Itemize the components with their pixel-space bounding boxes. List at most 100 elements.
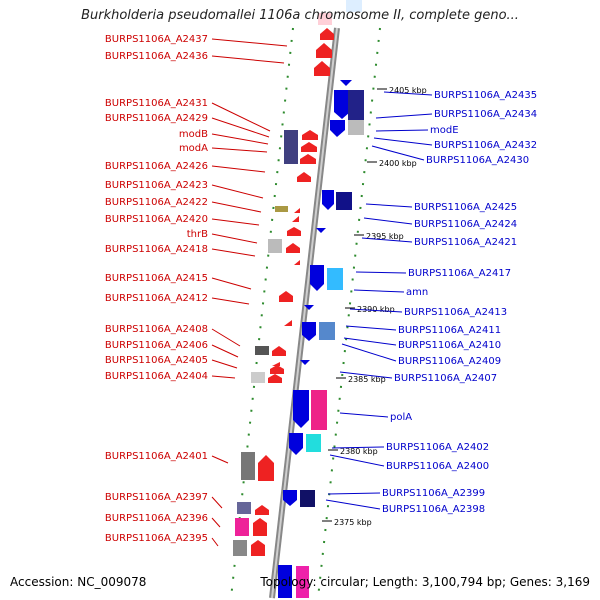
svg-text:BURPS1106A_A2413: BURPS1106A_A2413 <box>404 307 507 318</box>
accession-label: Accession: NC_009078 <box>10 575 147 589</box>
right-gene-label[interactable]: modE <box>375 125 459 136</box>
ruler-tick: 2400 kbp <box>367 159 417 168</box>
svg-text:2375 kbp: 2375 kbp <box>334 518 372 527</box>
svg-text:modA: modA <box>179 143 208 154</box>
left-gene-label[interactable]: BURPS1106A_A2423 <box>105 180 264 199</box>
right-gene-label[interactable]: BURPS1106A_A2417 <box>355 268 511 279</box>
left-gene-labels: BURPS1106A_A2437BURPS1106A_A2436BURPS110… <box>105 34 288 547</box>
left-gene-label[interactable]: BURPS1106A_A2431 <box>105 98 271 132</box>
left-gene-label[interactable]: BURPS1106A_A2415 <box>105 273 252 290</box>
svg-text:BURPS1106A_A2405: BURPS1106A_A2405 <box>105 355 208 366</box>
right-gene-label[interactable]: BURPS1106A_A2430 <box>371 145 529 166</box>
left-gene-glyphs <box>233 13 334 556</box>
left-gene-label[interactable]: BURPS1106A_A2396 <box>105 513 221 528</box>
left-gene-label[interactable]: BURPS1106A_A2422 <box>105 197 262 213</box>
svg-text:BURPS1106A_A2402: BURPS1106A_A2402 <box>386 442 489 453</box>
right-gene-label[interactable]: BURPS1106A_A2409 <box>341 343 501 367</box>
svg-text:2385 kbp: 2385 kbp <box>348 375 386 384</box>
right-gene-label[interactable]: BURPS1106A_A2424 <box>363 217 517 230</box>
svg-text:BURPS1106A_A2430: BURPS1106A_A2430 <box>426 155 529 166</box>
right-gene-label[interactable]: BURPS1106A_A2432 <box>373 137 537 151</box>
left-gene-label[interactable]: BURPS1106A_A2420 <box>105 214 260 226</box>
left-gene-label[interactable]: modB <box>179 129 269 145</box>
svg-text:2405 kbp: 2405 kbp <box>389 86 427 95</box>
svg-text:BURPS1106A_A2426: BURPS1106A_A2426 <box>105 161 208 172</box>
ruler-tick: 2380 kbp <box>328 447 378 456</box>
left-gene-label[interactable]: BURPS1106A_A2436 <box>105 51 285 64</box>
svg-text:BURPS1106A_A2432: BURPS1106A_A2432 <box>434 140 537 151</box>
left-gene-label[interactable]: BURPS1106A_A2408 <box>105 324 241 347</box>
svg-text:BURPS1106A_A2406: BURPS1106A_A2406 <box>105 340 208 351</box>
right-gene-label[interactable]: BURPS1106A_A2398 <box>325 499 485 515</box>
svg-text:BURPS1106A_A2400: BURPS1106A_A2400 <box>386 461 489 472</box>
right-gene-glyphs <box>278 0 364 598</box>
right-gene-label[interactable]: BURPS1106A_A2399 <box>327 488 485 499</box>
svg-text:BURPS1106A_A2434: BURPS1106A_A2434 <box>434 109 537 120</box>
svg-text:2390 kbp: 2390 kbp <box>357 305 395 314</box>
svg-text:BURPS1106A_A2425: BURPS1106A_A2425 <box>414 202 517 213</box>
svg-text:BURPS1106A_A2410: BURPS1106A_A2410 <box>398 340 501 351</box>
svg-text:BURPS1106A_A2411: BURPS1106A_A2411 <box>398 325 501 336</box>
ruler-tick: 2385 kbp <box>336 375 386 384</box>
svg-text:BURPS1106A_A2420: BURPS1106A_A2420 <box>105 214 208 225</box>
svg-text:BURPS1106A_A2409: BURPS1106A_A2409 <box>398 356 501 367</box>
left-gene-label[interactable]: BURPS1106A_A2405 <box>105 355 238 369</box>
svg-text:BURPS1106A_A2398: BURPS1106A_A2398 <box>382 504 485 515</box>
svg-text:BURPS1106A_A2401: BURPS1106A_A2401 <box>105 451 208 462</box>
svg-text:BURPS1106A_A2396: BURPS1106A_A2396 <box>105 513 208 524</box>
right-gene-label[interactable]: BURPS1106A_A2407 <box>339 371 497 384</box>
svg-text:modE: modE <box>430 125 459 136</box>
left-gene-label[interactable]: BURPS1106A_A2395 <box>105 533 219 547</box>
right-gene-label[interactable]: BURPS1106A_A2400 <box>329 454 489 472</box>
left-gene-label[interactable]: BURPS1106A_A2401 <box>105 451 229 464</box>
svg-text:BURPS1106A_A2431: BURPS1106A_A2431 <box>105 98 208 109</box>
ruler-tick: 2405 kbp <box>377 86 427 95</box>
left-gene-label[interactable]: BURPS1106A_A2437 <box>105 34 288 47</box>
right-gene-label[interactable]: BURPS1106A_A2410 <box>343 337 501 351</box>
topology-label: Topology: circular; Length: 3,100,794 bp… <box>260 575 590 589</box>
right-gene-label[interactable]: BURPS1106A_A2413 <box>349 307 507 318</box>
svg-text:BURPS1106A_A2436: BURPS1106A_A2436 <box>105 51 208 62</box>
left-gene-label[interactable]: BURPS1106A_A2429 <box>105 113 270 138</box>
right-gene-label[interactable]: BURPS1106A_A2434 <box>375 109 537 120</box>
ruler-tick: 2395 kbp <box>354 232 404 241</box>
ruler-tick: 2375 kbp <box>322 518 372 527</box>
right-gene-label[interactable]: BURPS1106A_A2402 <box>331 442 489 453</box>
right-gene-label[interactable]: BURPS1106A_A2421 <box>361 237 517 248</box>
right-gene-label[interactable]: BURPS1106A_A2425 <box>365 202 517 213</box>
svg-text:BURPS1106A_A2397: BURPS1106A_A2397 <box>105 492 208 503</box>
svg-text:BURPS1106A_A2395: BURPS1106A_A2395 <box>105 533 208 544</box>
svg-text:2400 kbp: 2400 kbp <box>379 159 417 168</box>
left-gene-label[interactable]: BURPS1106A_A2404 <box>105 371 236 382</box>
svg-text:BURPS1106A_A2399: BURPS1106A_A2399 <box>382 488 485 499</box>
svg-text:BURPS1106A_A2407: BURPS1106A_A2407 <box>394 373 497 384</box>
svg-text:BURPS1106A_A2421: BURPS1106A_A2421 <box>414 237 517 248</box>
left-gene-label[interactable]: BURPS1106A_A2397 <box>105 492 223 509</box>
svg-text:2395 kbp: 2395 kbp <box>366 232 404 241</box>
svg-text:BURPS1106A_A2424: BURPS1106A_A2424 <box>414 219 517 230</box>
right-gene-label[interactable]: BURPS1106A_A2411 <box>345 325 501 336</box>
left-gene-label[interactable]: modA <box>179 143 268 154</box>
right-gene-label[interactable]: BURPS1106A_A2435 <box>383 90 537 101</box>
map-title: Burkholderia pseudomallei 1106a chromoso… <box>81 8 519 23</box>
svg-text:BURPS1106A_A2415: BURPS1106A_A2415 <box>105 273 208 284</box>
right-gene-label[interactable]: polA <box>339 412 412 423</box>
svg-text:BURPS1106A_A2437: BURPS1106A_A2437 <box>105 34 208 45</box>
left-gene-label[interactable]: BURPS1106A_A2406 <box>105 340 239 358</box>
left-gene-label[interactable]: BURPS1106A_A2426 <box>105 161 266 173</box>
svg-text:BURPS1106A_A2408: BURPS1106A_A2408 <box>105 324 208 335</box>
left-gene-label[interactable]: thrB <box>187 229 258 244</box>
svg-text:BURPS1106A_A2429: BURPS1106A_A2429 <box>105 113 208 124</box>
right-gene-label[interactable]: amn <box>353 287 428 298</box>
ruler-tick: 2390 kbp <box>345 305 395 314</box>
svg-text:BURPS1106A_A2412: BURPS1106A_A2412 <box>105 293 208 304</box>
svg-text:amn: amn <box>406 287 428 298</box>
svg-text:polA: polA <box>390 412 412 423</box>
kbp-ruler: 2405 kbp 2400 kbp 2395 kbp 2390 kbp 2385 kbp… <box>322 86 427 527</box>
svg-text:BURPS1106A_A2418: BURPS1106A_A2418 <box>105 244 208 255</box>
left-gene-label[interactable]: BURPS1106A_A2412 <box>105 293 250 305</box>
svg-text:BURPS1106A_A2404: BURPS1106A_A2404 <box>105 371 208 382</box>
left-gene-label[interactable]: BURPS1106A_A2418 <box>105 244 256 257</box>
svg-text:modB: modB <box>179 129 208 140</box>
